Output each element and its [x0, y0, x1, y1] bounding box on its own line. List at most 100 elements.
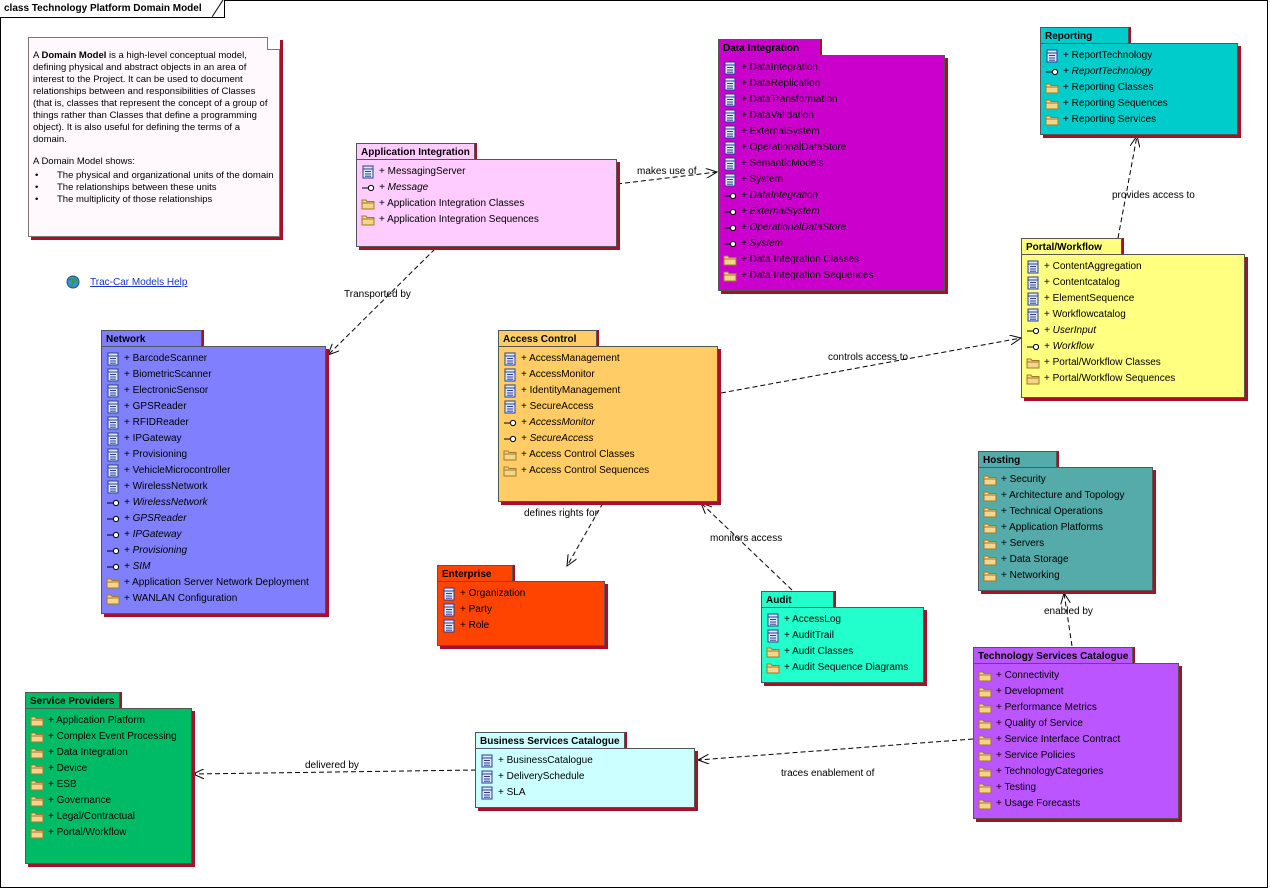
package-item[interactable]: + Contentcatalog	[1026, 275, 1244, 291]
package-item[interactable]: + MessagingServer	[361, 164, 616, 180]
package-enterprise[interactable]: Enterprise+ Organization+ Party+ Role	[437, 565, 605, 646]
package-item[interactable]: + IPGateway	[106, 527, 325, 543]
package-item[interactable]: + Reporting Services	[1045, 112, 1237, 128]
package-item[interactable]: + AccessMonitor	[503, 367, 717, 383]
package-item[interactable]: + Governance	[30, 793, 191, 809]
package-item[interactable]: + System	[723, 172, 944, 188]
package-item[interactable]: + Access Control Sequences	[503, 463, 717, 479]
package-item[interactable]: + SLA	[480, 785, 694, 801]
package-item[interactable]: + Reporting Sequences	[1045, 96, 1237, 112]
package-service-providers[interactable]: Service Providers+ Application Platform+…	[25, 692, 192, 864]
package-item[interactable]: + Service Interface Contract	[978, 732, 1178, 748]
package-audit[interactable]: Audit+ AccessLog+ AuditTrail+ Audit Clas…	[761, 591, 924, 683]
package-item[interactable]: + System	[723, 236, 944, 252]
package-item[interactable]: + Provisioning	[106, 447, 325, 463]
package-item[interactable]: + RFIDReader	[106, 415, 325, 431]
package-item[interactable]: + SemanticModels	[723, 156, 944, 172]
package-item[interactable]: + SecureAccess	[503, 431, 717, 447]
package-item[interactable]: + Provisioning	[106, 543, 325, 559]
package-item[interactable]: + Service Policies	[978, 748, 1178, 764]
package-item[interactable]: + Networking	[983, 568, 1152, 584]
package-item[interactable]: + Party	[442, 602, 604, 618]
package-item[interactable]: + DataTransformation	[723, 92, 944, 108]
package-item[interactable]: + ElectronicSensor	[106, 383, 325, 399]
package-item[interactable]: + Reporting Classes	[1045, 80, 1237, 96]
package-item[interactable]: + ReportTechnology	[1045, 64, 1237, 80]
package-network[interactable]: Network+ BarcodeScanner+ BiometricScanne…	[101, 330, 326, 614]
package-item[interactable]: + Usage Forecasts	[978, 796, 1178, 812]
package-item[interactable]: + AuditTrail	[766, 628, 923, 644]
package-item[interactable]: + ESB	[30, 777, 191, 793]
package-item[interactable]: + Application Integration Classes	[361, 196, 616, 212]
package-item[interactable]: + UserInput	[1026, 323, 1244, 339]
package-item[interactable]: + Architecture and Topology	[983, 488, 1152, 504]
package-item[interactable]: + Portal/Workflow Sequences	[1026, 371, 1244, 387]
package-item[interactable]: + Workflowcatalog	[1026, 307, 1244, 323]
package-item[interactable]: + Role	[442, 618, 604, 634]
package-item[interactable]: + IPGateway	[106, 431, 325, 447]
package-item[interactable]: + Development	[978, 684, 1178, 700]
package-item[interactable]: + DataValidation	[723, 108, 944, 124]
package-item[interactable]: + DataIntegration	[723, 60, 944, 76]
package-item[interactable]: + Application Platform	[30, 713, 191, 729]
package-item[interactable]: + DataReplication	[723, 76, 944, 92]
package-item[interactable]: + Device	[30, 761, 191, 777]
package-item[interactable]: + IdentityManagement	[503, 383, 717, 399]
package-item[interactable]: + ContentAggregation	[1026, 259, 1244, 275]
package-item[interactable]: + Application Server Network Deployment	[106, 575, 325, 591]
package-item[interactable]: + Audit Sequence Diagrams	[766, 660, 923, 676]
package-item[interactable]: + VehicleMicrocontroller	[106, 463, 325, 479]
package-item[interactable]: + GPSReader	[106, 511, 325, 527]
package-item[interactable]: + BiometricScanner	[106, 367, 325, 383]
package-business-services-catalogue[interactable]: Business Services Catalogue+ BusinessCat…	[475, 732, 695, 808]
package-item[interactable]: + Audit Classes	[766, 644, 923, 660]
package-item[interactable]: + DataIntegration	[723, 188, 944, 204]
package-item[interactable]: + BarcodeScanner	[106, 351, 325, 367]
package-item[interactable]: + Workflow	[1026, 339, 1244, 355]
help-link[interactable]: Trac-Car Models Help	[66, 275, 187, 289]
package-item[interactable]: + Legal/Contractual	[30, 809, 191, 825]
package-item[interactable]: + Portal/Workflow Classes	[1026, 355, 1244, 371]
package-item[interactable]: + Data Integration Sequences	[723, 268, 944, 284]
package-item[interactable]: + AccessMonitor	[503, 415, 717, 431]
package-technology-services-catalogue[interactable]: Technology Services Catalogue+ Connectiv…	[973, 647, 1179, 819]
package-reporting[interactable]: Reporting+ ReportTechnology+ ReportTechn…	[1040, 27, 1238, 135]
package-item[interactable]: + WirelessNetwork	[106, 495, 325, 511]
package-item[interactable]: + AccessLog	[766, 612, 923, 628]
package-item[interactable]: + Data Integration Classes	[723, 252, 944, 268]
package-item[interactable]: + Organization	[442, 586, 604, 602]
package-item[interactable]: + AccessManagement	[503, 351, 717, 367]
package-item[interactable]: + WANLAN Configuration	[106, 591, 325, 607]
package-item[interactable]: + SIM	[106, 559, 325, 575]
package-item[interactable]: + GPSReader	[106, 399, 325, 415]
package-item[interactable]: + Complex Event Processing	[30, 729, 191, 745]
package-item[interactable]: + ElementSequence	[1026, 291, 1244, 307]
package-item[interactable]: + Message	[361, 180, 616, 196]
package-item[interactable]: + Access Control Classes	[503, 447, 717, 463]
package-item[interactable]: + Quality of Service	[978, 716, 1178, 732]
package-item[interactable]: + BusinessCatalogue	[480, 753, 694, 769]
package-item[interactable]: + ExternalSystem	[723, 204, 944, 220]
package-item[interactable]: + ExternalSystem	[723, 124, 944, 140]
package-item[interactable]: + WirelessNetwork	[106, 479, 325, 495]
package-item[interactable]: + Performance Metrics	[978, 700, 1178, 716]
package-item[interactable]: + Application Platforms	[983, 520, 1152, 536]
package-item[interactable]: + Application Integration Sequences	[361, 212, 616, 228]
package-hosting[interactable]: Hosting+ Security+ Architecture and Topo…	[978, 451, 1153, 591]
package-application-integration[interactable]: Application Integration+ MessagingServer…	[356, 143, 617, 247]
package-item[interactable]: + Data Storage	[983, 552, 1152, 568]
help-link-text[interactable]: Trac-Car Models Help	[90, 276, 188, 288]
package-item[interactable]: + Portal/Workflow	[30, 825, 191, 841]
package-item[interactable]: + ReportTechnology	[1045, 48, 1237, 64]
package-portal-workflow[interactable]: Portal/Workflow+ ContentAggregation+ Con…	[1021, 238, 1245, 398]
package-item[interactable]: + Connectivity	[978, 668, 1178, 684]
package-item[interactable]: + OperationalDataStore	[723, 140, 944, 156]
package-item[interactable]: + Servers	[983, 536, 1152, 552]
package-item[interactable]: + Technical Operations	[983, 504, 1152, 520]
package-item[interactable]: + DeliverySchedule	[480, 769, 694, 785]
package-access-control[interactable]: Access Control+ AccessManagement+ Access…	[498, 330, 718, 502]
package-item[interactable]: + SecureAccess	[503, 399, 717, 415]
package-data-integration[interactable]: Data Integration+ DataIntegration+ DataR…	[718, 39, 945, 291]
package-item[interactable]: + Security	[983, 472, 1152, 488]
package-item[interactable]: + Testing	[978, 780, 1178, 796]
